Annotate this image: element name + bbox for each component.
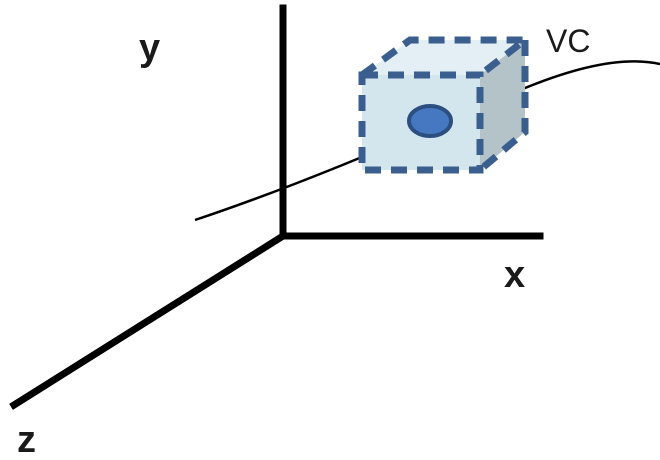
- point-marker-icon: [407, 104, 453, 138]
- x-axis-label: x: [504, 254, 525, 296]
- y-axis-label: y: [139, 27, 160, 69]
- z-axis: [9, 231, 288, 410]
- axes: [9, 4, 544, 410]
- cube-top-face: [362, 40, 525, 75]
- z-axis-label: z: [17, 419, 36, 460]
- volume-label: VC: [546, 23, 590, 59]
- volume-cube: [358, 36, 536, 174]
- cube-edges: [358, 36, 536, 174]
